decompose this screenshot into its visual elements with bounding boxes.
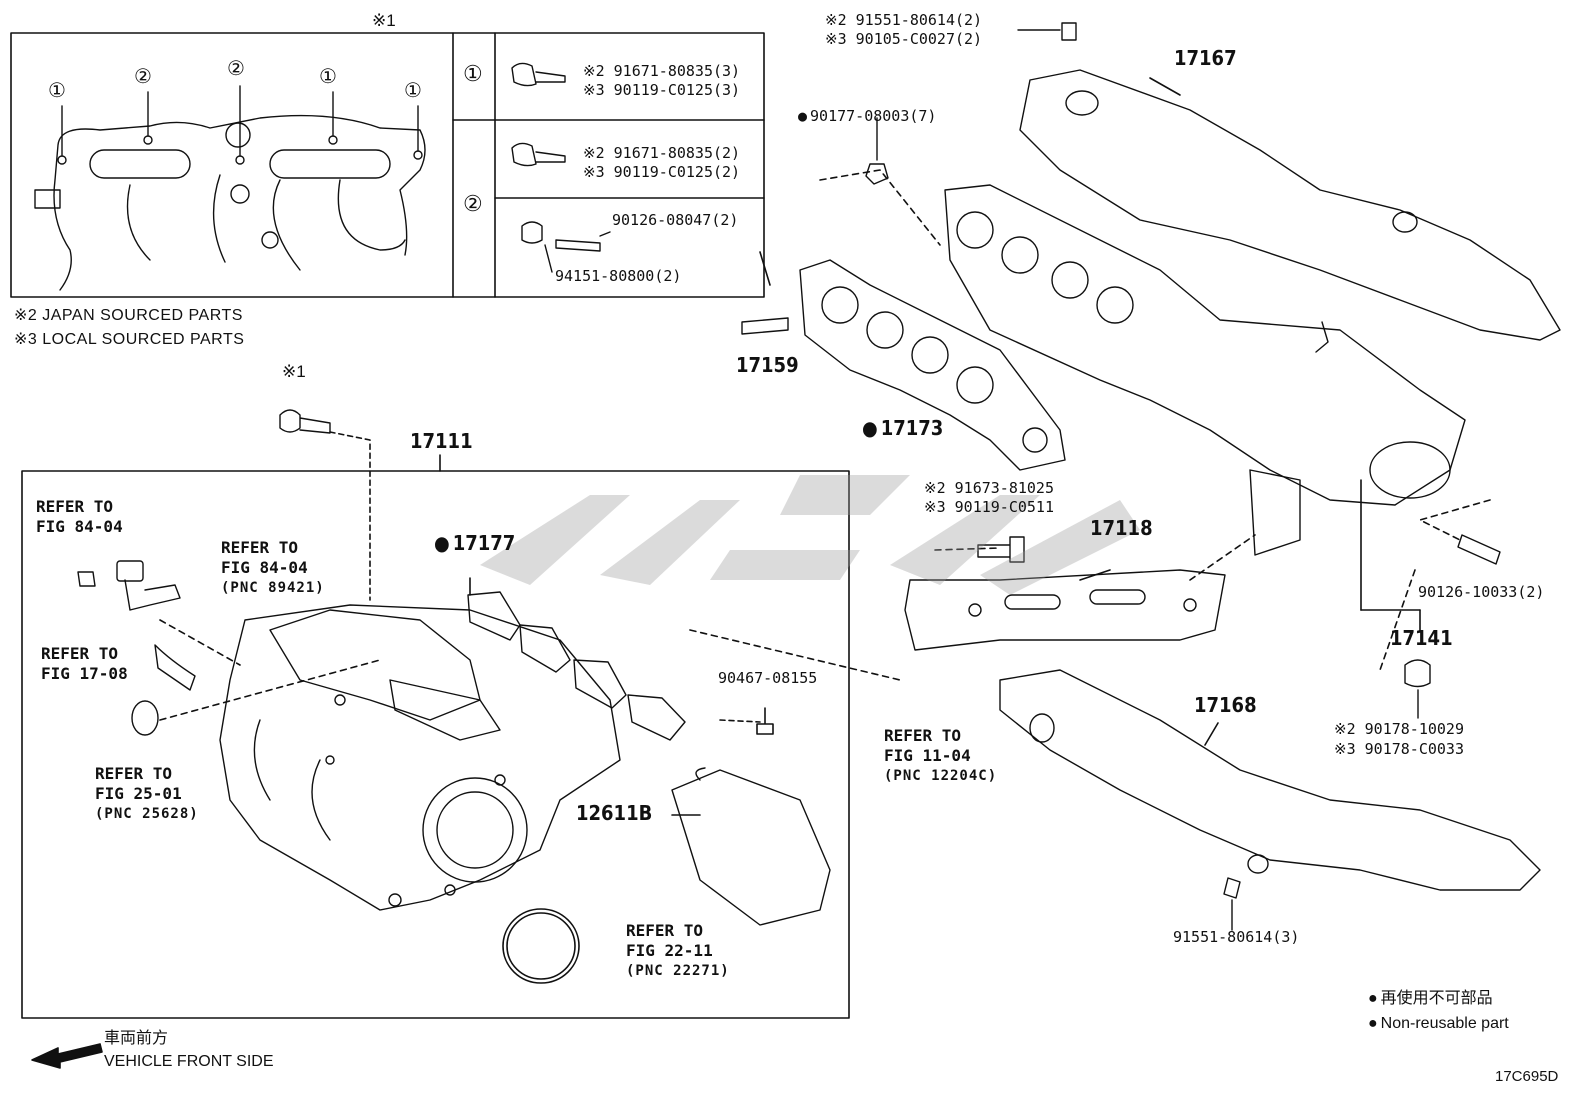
refer-pnc: (PNC 89421) — [221, 580, 325, 596]
stud-right-label: 90126-10033(2) — [1418, 583, 1545, 601]
watermark-logo — [480, 475, 1140, 595]
refer-fig-17-08: REFER TO FIG 17-08 — [41, 644, 128, 684]
bolt-mark1-drawing — [279, 409, 331, 434]
bolt-bottom-label: 91551-80614(3) — [1173, 928, 1300, 946]
intake-manifold-drawing — [219, 604, 621, 911]
part-17111: 17111 — [410, 429, 473, 453]
row3-nut-label: 94151-80800(2) — [555, 267, 682, 285]
refer-fig-22-11: REFER TO FIG 22-11 (PNC 22271) — [626, 921, 730, 981]
heat-insulator-upper-drawing — [1019, 69, 1561, 341]
refer-line1: REFER TO — [41, 644, 119, 663]
refer-pnc: (PNC 22271) — [626, 963, 730, 979]
clip-90467-drawing — [756, 707, 774, 735]
bolt-mid-line2: ※3 90119-C0511 — [924, 498, 1054, 516]
sensor-drawing — [77, 560, 196, 736]
dashed-leaders — [159, 169, 1491, 721]
part-17159: 17159 — [736, 353, 799, 377]
leader-lines — [469, 77, 1421, 746]
row1-part-line2: ※3 90119-C0125(3) — [583, 81, 741, 99]
part-90177: 90177-08003(7) — [798, 108, 936, 125]
figure-code: 17C695D — [1495, 1068, 1559, 1085]
front-side-jp: 車両前方 — [104, 1030, 169, 1047]
refer-line1: REFER TO — [36, 497, 114, 516]
row1-part-line1: ※2 91671-80835(3) — [583, 62, 741, 80]
top-bolt-line2: ※3 90105-C0027(2) — [825, 30, 983, 48]
nut-right-line1: ※2 90178-10029 — [1334, 720, 1464, 738]
refer-fig-84-04-b: REFER TO FIG 84-04 (PNC 89421) — [221, 538, 325, 598]
o-ring-inner — [506, 912, 576, 980]
row2-part-line2: ※3 90119-C0125(2) — [583, 163, 741, 181]
refer-line2: FIG 84-04 — [221, 558, 308, 577]
flange-callout-1b: ① — [319, 64, 337, 88]
flange-callout-2b: ② — [227, 56, 245, 80]
inset-fasteners — [511, 62, 611, 273]
part-17118: 17118 — [1090, 516, 1153, 540]
refer-pnc: (PNC 12204C) — [884, 768, 998, 784]
nut-right-line2: ※3 90178-C0033 — [1334, 740, 1464, 758]
inset-table — [10, 32, 765, 298]
exhaust-manifold-drawing — [944, 184, 1466, 556]
o-ring-drawing — [502, 908, 580, 984]
refer-fig-84-04-a: REFER TO FIG 84-04 — [36, 497, 123, 537]
refer-line2: FIG 17-08 — [41, 664, 128, 683]
part-17167: 17167 — [1174, 46, 1237, 70]
flange-callout-1a: ① — [48, 78, 66, 102]
part-90467: 90467-08155 — [718, 669, 818, 687]
row-1-circle: ① — [463, 62, 483, 87]
front-arrow-icon — [31, 1043, 103, 1069]
front-side-en: VEHICLE FRONT SIDE — [104, 1053, 274, 1070]
refer-fig-11-04: REFER TO FIG 11-04 (PNC 12204C) — [884, 726, 997, 786]
refer-pnc: (PNC 25628) — [95, 806, 199, 822]
note-japan-sourced: ※2 JAPAN SOURCED PARTS — [14, 307, 243, 324]
heat-insulator-lower-drawing — [999, 669, 1541, 891]
intake-gasket-drawing — [467, 591, 686, 741]
part-12611b: 12611B — [576, 801, 653, 825]
row3-stud-label: 90126-08047(2) — [612, 211, 739, 229]
right-fasteners — [741, 22, 1501, 931]
refer-line1: REFER TO — [221, 538, 299, 557]
part-17141: 17141 — [1390, 626, 1453, 650]
insulator-12611b-drawing — [671, 767, 831, 926]
row-2-circle: ② — [463, 192, 483, 217]
row2-part-line1: ※2 91671-80835(2) — [583, 144, 741, 162]
inset-mark-label: ※1 — [372, 11, 396, 30]
flange-callout-2a: ② — [134, 64, 152, 88]
leader-90467 — [719, 719, 761, 723]
top-bolt-line1: ※2 91551-80614(2) — [825, 11, 983, 29]
legend-jp: 再使用不可部品 — [1368, 990, 1493, 1007]
refer-line1: REFER TO — [95, 764, 173, 783]
legend-en: Non-reusable part — [1368, 1015, 1509, 1032]
refer-line2: FIG 22-11 — [626, 941, 713, 960]
part-17168: 17168 — [1194, 693, 1257, 717]
part-17173: 17173 — [862, 418, 944, 438]
refer-line2: FIG 84-04 — [36, 517, 123, 536]
mark1-label: ※1 — [282, 362, 306, 381]
refer-line2: FIG 11-04 — [884, 746, 971, 765]
refer-fig-25-01: REFER TO FIG 25-01 (PNC 25628) — [95, 764, 199, 824]
leader-mark1 — [329, 431, 371, 601]
note-local-sourced: ※3 LOCAL SOURCED PARTS — [14, 331, 245, 348]
flange-callout-1c: ① — [404, 78, 422, 102]
inset-flange-drawing — [34, 85, 426, 291]
exhaust-gasket-drawing — [799, 259, 1066, 471]
bracket-17118-drawing — [904, 569, 1226, 651]
refer-line1: REFER TO — [884, 726, 962, 745]
refer-line1: REFER TO — [626, 921, 704, 940]
refer-line2: FIG 25-01 — [95, 784, 182, 803]
intake-manifold-box — [21, 470, 850, 1019]
part-17177: 17177 — [434, 533, 516, 553]
bolt-mid-line1: ※2 91673-81025 — [924, 479, 1054, 497]
